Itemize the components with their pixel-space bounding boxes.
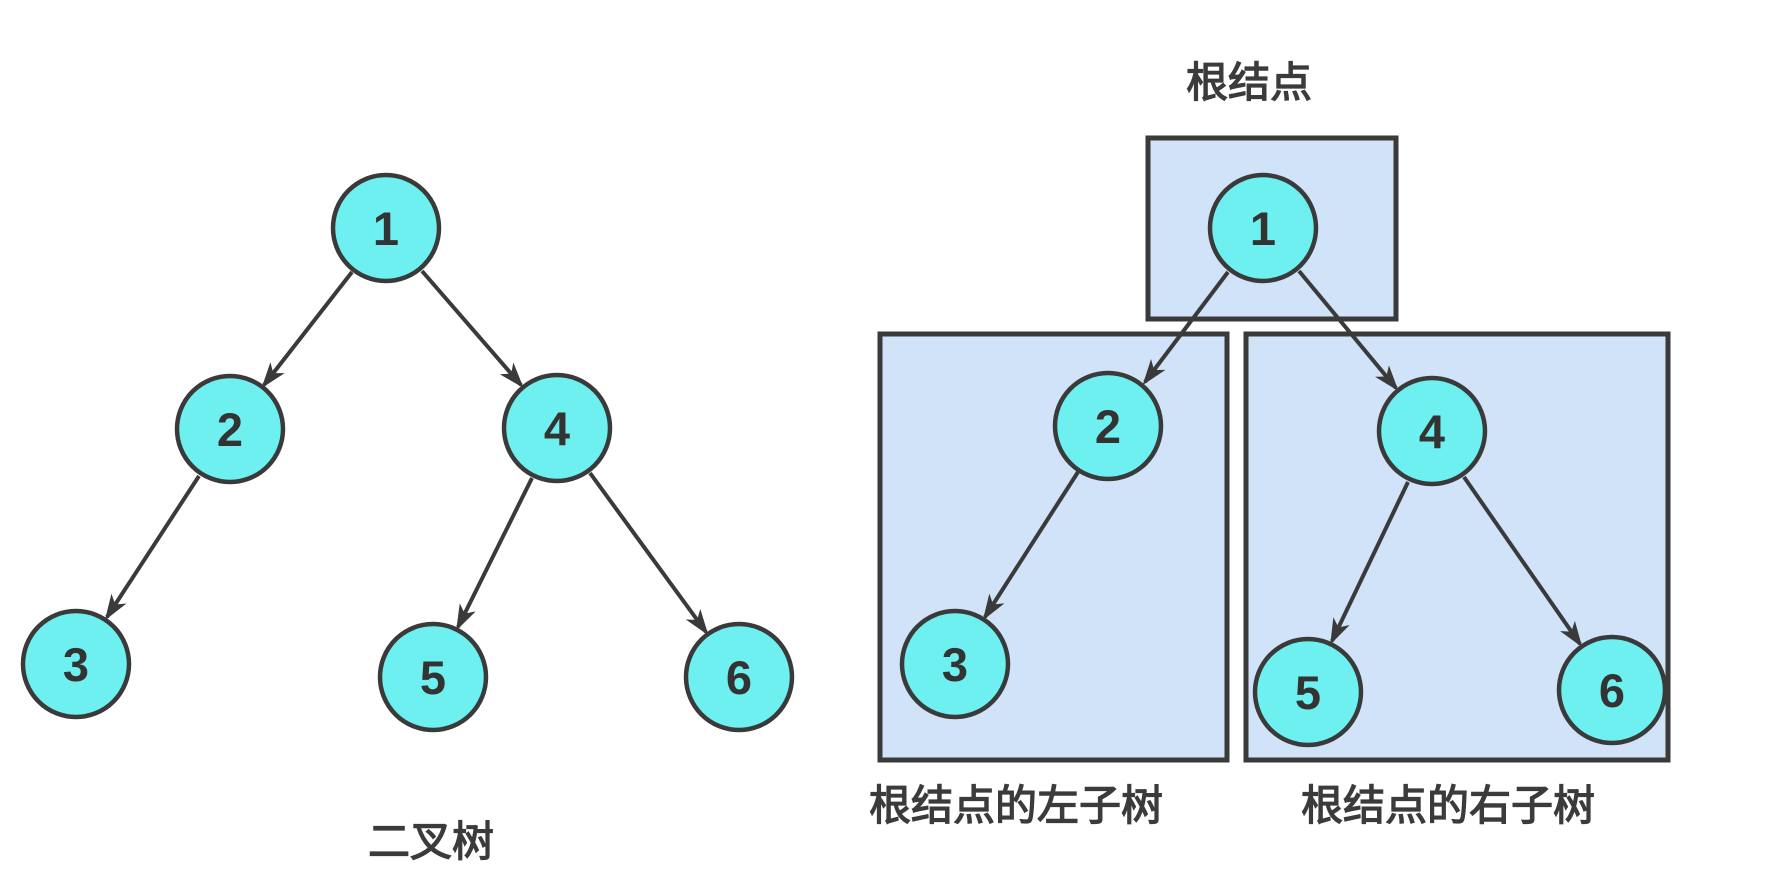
left-binary-tree: 1 2 3 4 5 6 二叉树 [20, 172, 795, 865]
node-value: 5 [420, 651, 446, 704]
node-circle [899, 608, 1011, 720]
node-circle [1207, 172, 1319, 284]
left-tree-node-2: 2 [174, 373, 286, 485]
right-tree-node-2: 2 [1052, 370, 1164, 482]
left-tree-caption: 二叉树 [368, 818, 494, 865]
right-edge-2-3 [982, 470, 1080, 621]
right-edge-4-6 [1462, 475, 1583, 648]
node-circle [1376, 375, 1488, 487]
node-circle [1556, 634, 1668, 746]
left-edge-4-6 [588, 471, 709, 636]
left-tree-node-4: 4 [501, 372, 613, 484]
left-tree-node-5: 5 [377, 621, 489, 733]
node-value: 3 [942, 638, 968, 691]
node-circle [377, 621, 489, 733]
node-value: 3 [63, 638, 89, 691]
node-value: 4 [1419, 405, 1445, 458]
node-value: 6 [1599, 664, 1625, 717]
node-value: 2 [217, 403, 243, 456]
root-node-label: 根结点 [1186, 59, 1312, 106]
right-tree-node-6: 6 [1556, 634, 1668, 746]
right-annotated-tree: 根结点 1 2 3 [869, 59, 1671, 829]
left-edge-1-2 [261, 270, 354, 389]
node-circle [330, 172, 442, 284]
right-subtree-label: 根结点的右子树 [1301, 782, 1595, 829]
left-edge-4-5 [456, 477, 534, 631]
node-value: 5 [1295, 666, 1321, 719]
node-value: 2 [1095, 400, 1121, 453]
node-value: 4 [544, 402, 570, 455]
node-circle [20, 608, 132, 720]
left-tree-node-1: 1 [330, 172, 442, 284]
node-value: 6 [726, 651, 752, 704]
right-tree-node-3: 3 [899, 608, 1011, 720]
right-tree-node-5: 5 [1252, 636, 1364, 748]
left-tree-node-3: 3 [20, 608, 132, 720]
left-subtree-label: 根结点的左子树 [869, 782, 1163, 829]
node-circle [501, 372, 613, 484]
right-edge-4-5 [1330, 481, 1410, 645]
right-tree-node-1: 1 [1207, 172, 1319, 284]
right-edge-1-2 [1142, 270, 1230, 386]
node-circle [683, 621, 795, 733]
node-circle [1252, 636, 1364, 748]
node-circle [1052, 370, 1164, 482]
left-edge-1-4 [420, 269, 524, 389]
right-tree-node-4: 4 [1376, 375, 1488, 487]
left-edge-2-3 [104, 474, 201, 621]
right-edge-1-4 [1297, 269, 1399, 392]
left-tree-node-6: 6 [683, 621, 795, 733]
node-value: 1 [1250, 202, 1276, 255]
node-value: 1 [373, 202, 399, 255]
node-circle [174, 373, 286, 485]
